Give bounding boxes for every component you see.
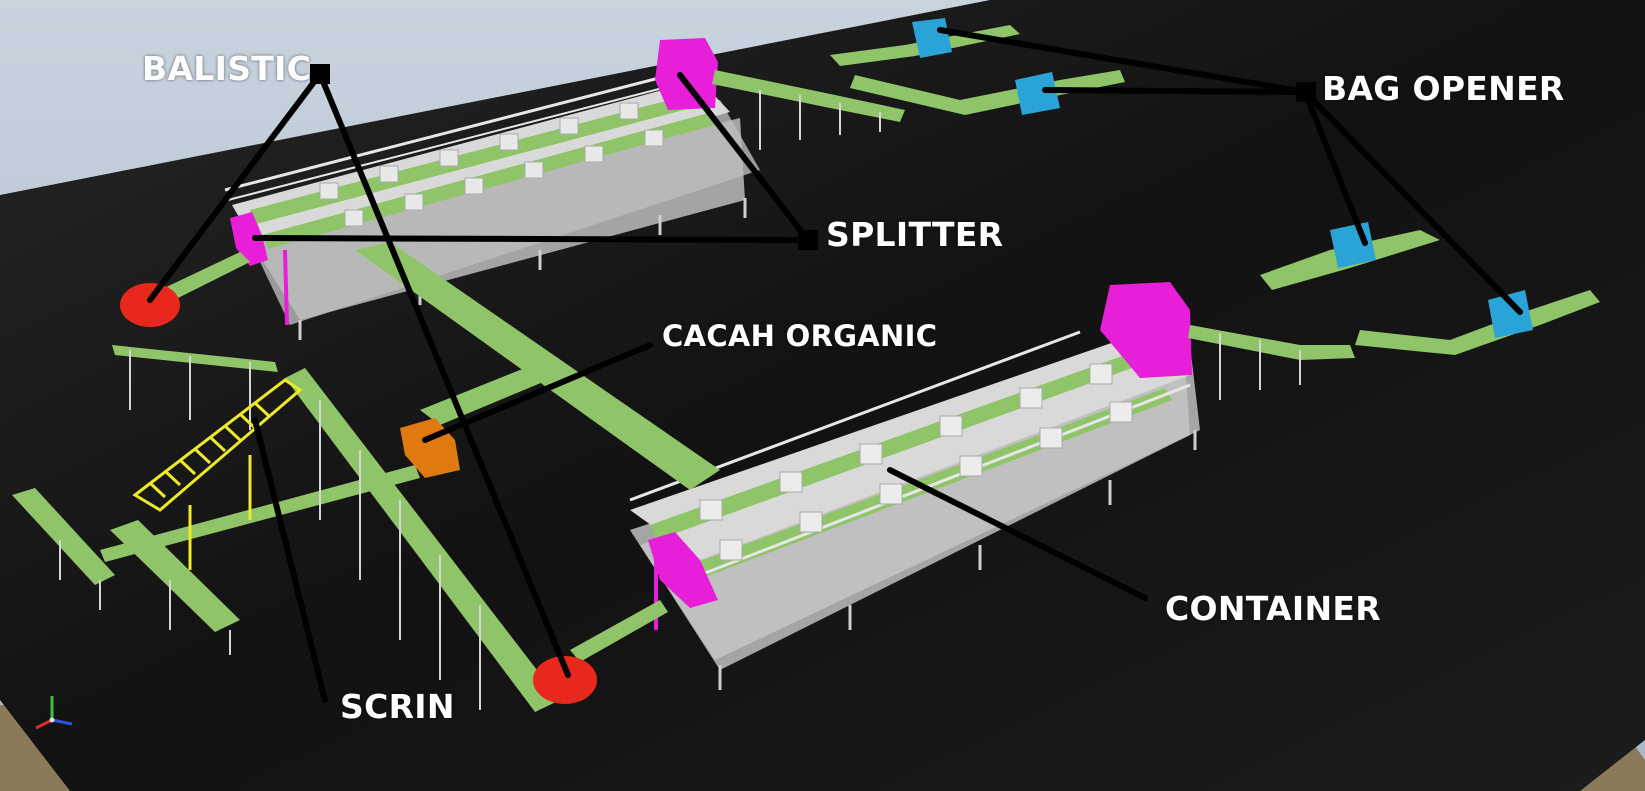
label-cacah-organic: CACAH ORGANIC [662,319,938,353]
conveyor-balistic-upper [160,252,250,302]
label-balistic: BALISTIC [142,49,312,88]
leader-balistic-1 [147,71,323,303]
leader-scrin [252,417,328,703]
leader-bag-opener-4 [1302,89,1523,315]
lower-sorting-line [629,282,1200,690]
leader-balistic-2 [317,71,571,678]
anchor-splitter [798,230,818,250]
bag-opener-4 [1488,290,1533,338]
leader-splitter-2 [252,235,811,243]
bag-opener-2 [1015,72,1060,115]
anchor-bag-opener [1296,82,1316,102]
upper-conveyor-a [250,92,706,224]
conveyor-bag-right-2 [1355,290,1600,355]
leader-splitter-1 [677,72,811,243]
conveyor-long-diagonal [285,368,560,712]
label-splitter: SPLITTER [826,215,1004,254]
conveyor-right-feed [1188,325,1355,360]
label-bag-opener: BAG OPENER [1322,69,1565,108]
lower-legs [718,430,1197,690]
lower-railing-front [699,383,1191,577]
anchor-balistic [310,64,330,84]
conveyor-lower-balistic [570,600,668,662]
conveyor-top-feed [712,70,905,122]
bag-openers [912,18,1533,338]
conveyors [12,25,1600,712]
conveyor-bag-top-2 [850,70,1125,115]
upper-railing-low [227,79,695,201]
upper-bins [319,102,664,227]
leader-cacah-organic [422,342,653,443]
bag-opener-3 [1330,222,1376,268]
leader-bag-opener-2 [1042,87,1308,95]
conveyor-left-a [12,488,115,585]
conveyor-cross [420,362,560,425]
screen-scrin [132,378,303,570]
upper-hall-front [250,118,745,320]
leader-bag-opener-1 [937,27,1308,95]
label-scrin: SCRIN [340,687,455,726]
upper-splitter-leg [283,249,289,326]
leader-anchors [310,64,1316,250]
lower-splitter-top [1100,282,1192,378]
conveyor-legs [59,90,1301,710]
lower-splitter-left [648,532,718,608]
conveyor-balistic-out [112,345,278,372]
conveyor-left-c [100,465,420,562]
leader-lines [147,27,1523,703]
label-container: CONTAINER [1165,589,1381,628]
balistic-lower [533,656,597,704]
upper-railing [224,68,691,192]
upper-splitter-top [655,38,718,110]
leader-bag-opener-3 [1302,89,1368,246]
balistic-upper [120,283,180,327]
leader-container [887,467,1148,601]
xyz-axis-triad-icon [35,696,73,730]
lower-bins [699,363,1133,561]
lower-conveyor-a [650,355,1132,540]
